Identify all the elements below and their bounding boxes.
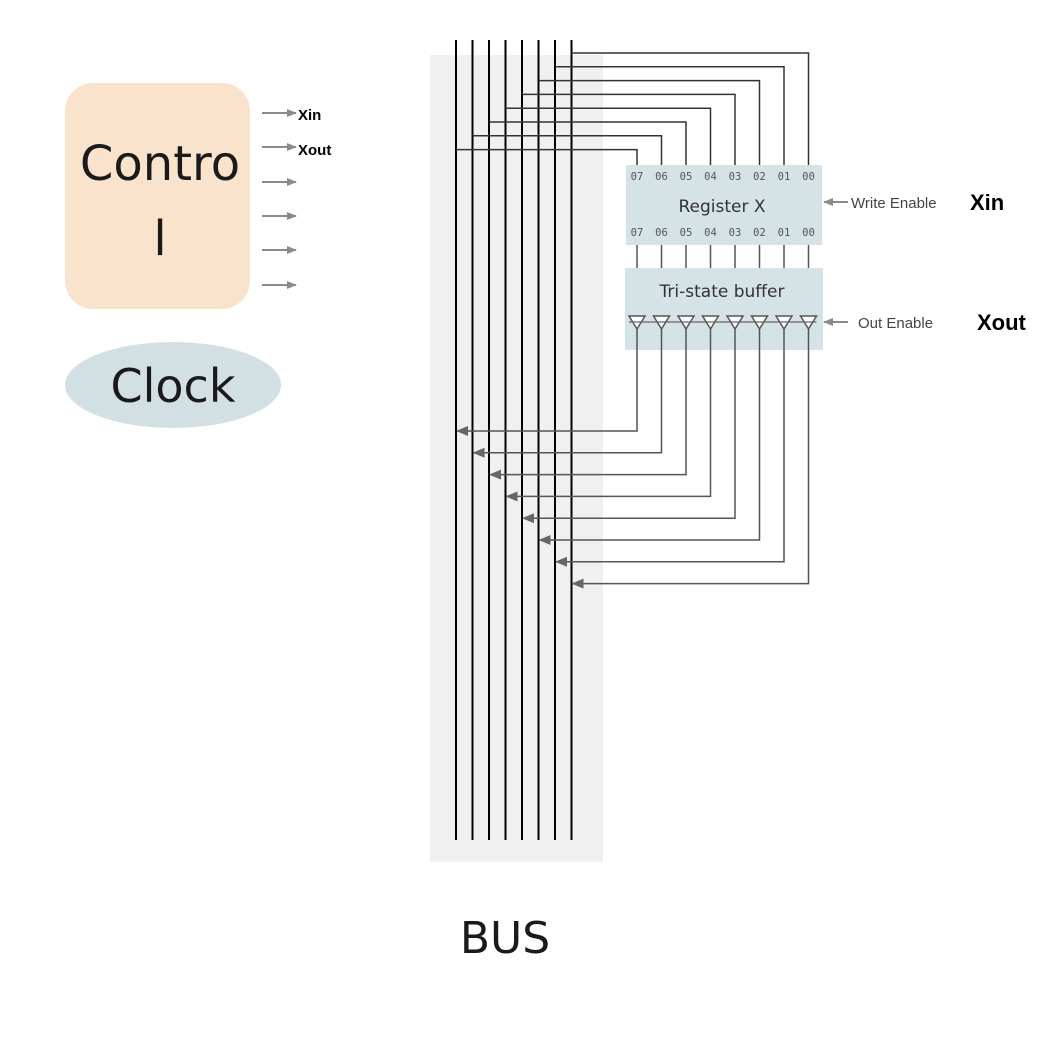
write-enable-label: Write Enable: [851, 195, 937, 212]
control-output-xout: Xout: [298, 142, 331, 159]
input-wire-0: [571, 52, 810, 165]
register-input-bit: 01: [778, 171, 791, 183]
register-input-bit: 00: [802, 171, 815, 183]
output-wire-5: [538, 329, 761, 545]
control-output-xin: Xin: [298, 107, 321, 124]
register-input-bit: 03: [729, 171, 742, 183]
register-output-bit: 02: [753, 227, 766, 239]
output-wire-4: [522, 329, 736, 524]
buffer-to-bus-wires: [456, 329, 810, 589]
bus-band: [430, 55, 603, 862]
output-wire-1: [472, 329, 663, 458]
register-output-bit: 05: [680, 227, 693, 239]
tristate-buffer-triangles: [627, 245, 818, 331]
input-wire-6: [472, 135, 663, 165]
output-wire-7: [571, 329, 810, 589]
write-enable-signal: Xin: [970, 190, 1004, 215]
output-wire-2: [489, 329, 687, 480]
bus-lines: [455, 40, 573, 840]
output-wire-3: [505, 329, 712, 502]
control-block: [65, 83, 250, 309]
register-output-bit: 03: [729, 227, 742, 239]
control-output-arrows: [262, 109, 297, 289]
register-input-bits: 07 06 05 04 03 02 01 00: [631, 171, 815, 183]
register-output-bit: 00: [802, 227, 815, 239]
bus-label: BUS: [460, 913, 550, 964]
out-enable-signal: Xout: [977, 310, 1027, 335]
bus-to-register-wires: [456, 52, 810, 165]
input-wire-2: [538, 79, 761, 165]
input-wire-4: [505, 107, 712, 165]
clock-ellipse: [65, 342, 281, 428]
register-output-bit: 06: [655, 227, 668, 239]
out-enable-label: Out Enable: [858, 315, 933, 332]
register-x-block: [626, 165, 822, 245]
register-output-bit: 01: [778, 227, 791, 239]
input-wire-5: [489, 121, 687, 165]
control-label-line2: l: [153, 211, 166, 267]
tristate-buffer-title: Tri-state buffer: [659, 282, 785, 302]
input-wire-1: [555, 66, 785, 165]
register-output-bit: 07: [631, 227, 644, 239]
input-wire-7: [456, 148, 638, 165]
tristate-buffer-block: [625, 268, 823, 350]
register-output-bits: 07 06 05 04 03 02 01 00: [631, 227, 815, 239]
input-wire-3: [522, 93, 736, 165]
register-x-title: Register X: [678, 197, 765, 217]
control-label-line1: Contro: [80, 136, 240, 192]
register-input-bit: 02: [753, 171, 766, 183]
register-output-bit: 04: [704, 227, 717, 239]
clock-label: Clock: [111, 359, 236, 413]
register-input-bit: 07: [631, 171, 644, 183]
output-wire-0: [456, 329, 638, 436]
register-input-bit: 05: [680, 171, 693, 183]
register-input-bit: 06: [655, 171, 668, 183]
output-wire-6: [555, 329, 785, 567]
register-input-bit: 04: [704, 171, 717, 183]
